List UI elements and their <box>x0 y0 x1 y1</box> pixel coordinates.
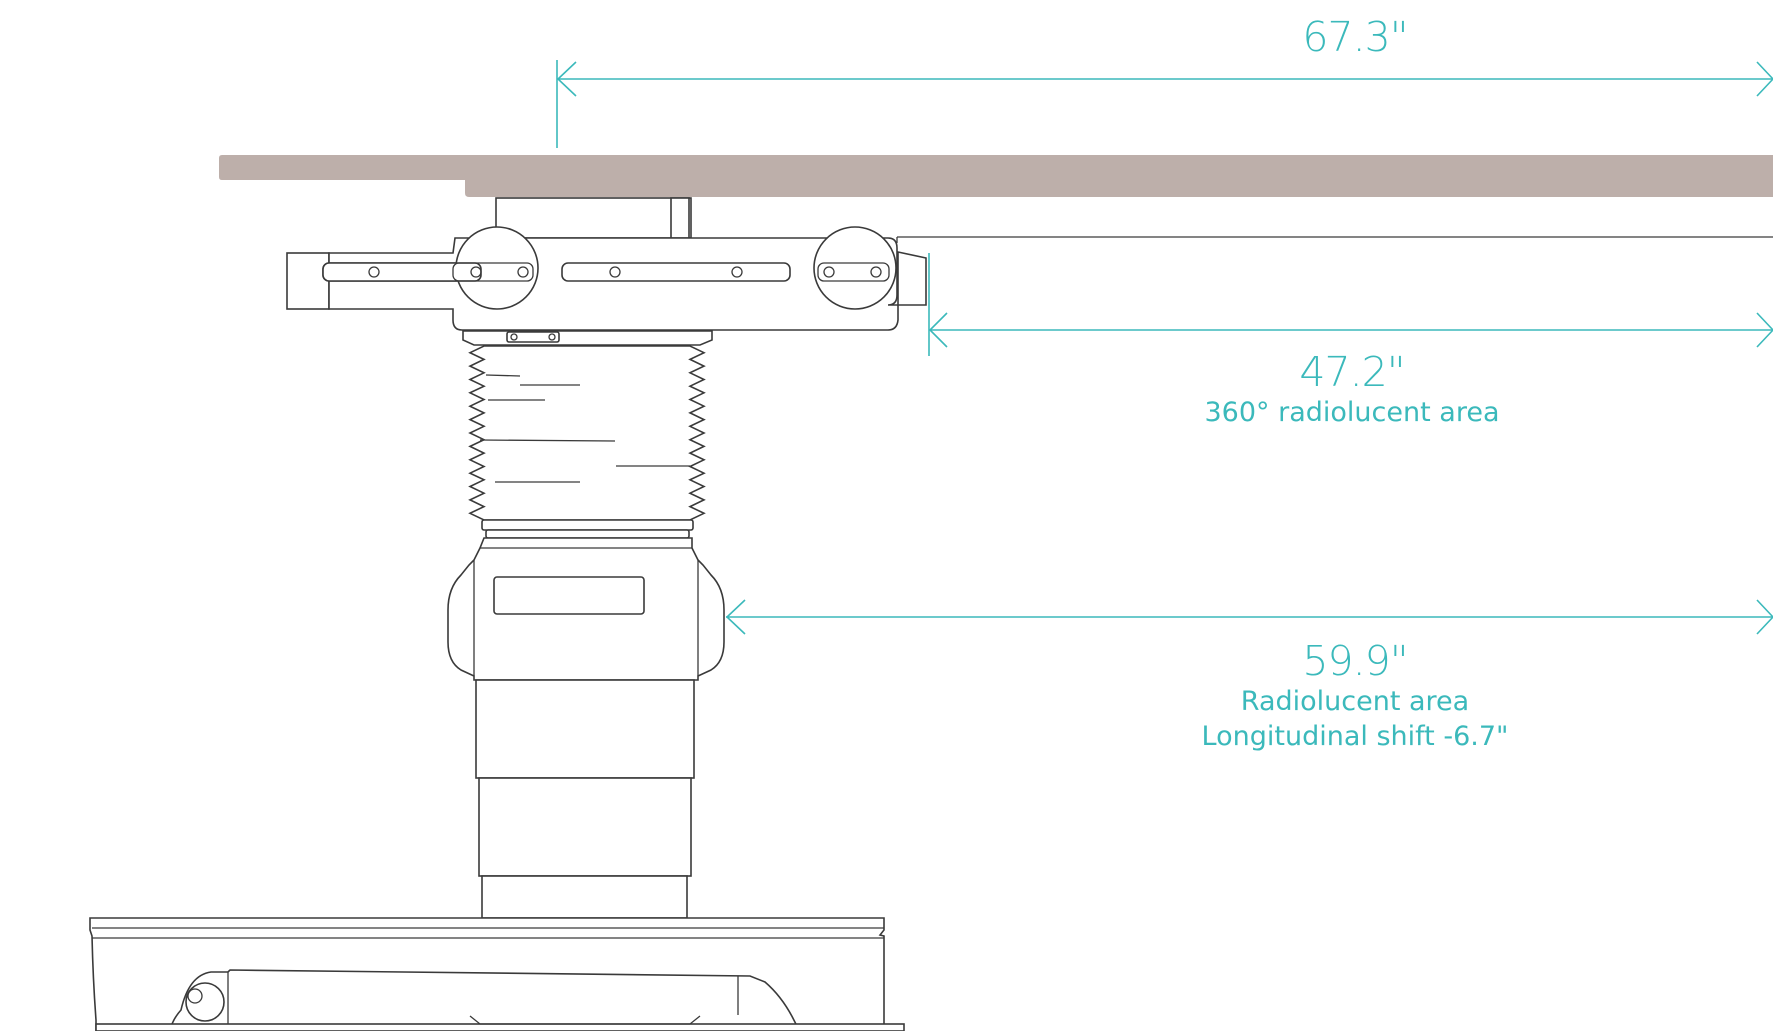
dimension-label-top: 67.3" <box>1302 13 1408 61</box>
telescopic-column <box>475 679 695 919</box>
dimension-value: 67.3" <box>1302 13 1408 61</box>
dimension-note: Radiolucent area <box>1240 686 1470 717</box>
dimension-line-bottom <box>725 599 1773 635</box>
dimension-note: Longitudinal shift -6.7" <box>1201 721 1509 752</box>
rail-clamp-assembly <box>286 226 927 331</box>
dimension-label-bottom: 59.9" Radiolucent area Longitudinal shif… <box>1202 638 1509 754</box>
dimension-label-middle: 47.2" 360° radiolucent area <box>1205 349 1500 430</box>
bellows-column <box>468 345 706 539</box>
table-base <box>89 917 905 1031</box>
control-housing <box>447 537 725 681</box>
dimension-line-middle <box>928 253 1773 356</box>
dimension-line-top <box>556 60 1773 148</box>
side-rail <box>495 197 1773 243</box>
tabletop <box>219 155 1773 197</box>
dimension-value: 47.2" <box>1299 348 1405 396</box>
dimension-note: 360° radiolucent area <box>1204 397 1500 428</box>
dimension-value: 59.9" <box>1302 637 1408 685</box>
column-collar <box>462 330 713 346</box>
